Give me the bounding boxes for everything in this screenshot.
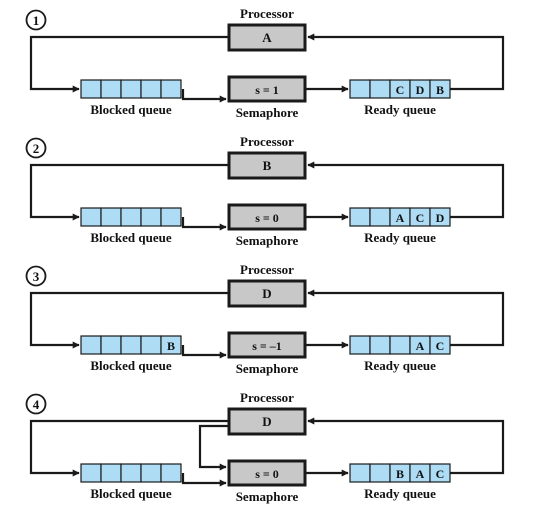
- step-number-circle: [25, 137, 47, 159]
- blocked-to-semaphore-arrow: [181, 345, 227, 359]
- semaphore-value: s = 0: [255, 211, 279, 225]
- ready-queue-item: A: [396, 211, 405, 225]
- blocked-queue-cell: [100, 335, 122, 355]
- semaphore-box: [227, 203, 307, 231]
- blocked-queue-item: B: [167, 339, 175, 353]
- processor-to-blocked-arrow: [29, 291, 229, 349]
- ready-queue-cell: [369, 463, 391, 483]
- blocked-queue-cell: [140, 463, 162, 483]
- blocked-queue-cell: [160, 463, 182, 483]
- ready-to-processor-arrow: [307, 161, 505, 219]
- ready-queue-cell: [389, 335, 411, 355]
- semaphore-label: Semaphore: [236, 105, 299, 120]
- ready-queue-item: C: [436, 339, 445, 353]
- ready-queue-item: A: [416, 339, 425, 353]
- ready-queue-cell: [349, 207, 371, 227]
- processor-to-blocked-arrow: [29, 35, 229, 93]
- processor-label: Processor: [240, 262, 294, 277]
- blocked-queue-cell: [160, 79, 182, 99]
- blocked-queue-cell: [120, 207, 142, 227]
- ready-queue-label: Ready queue: [364, 486, 436, 501]
- semaphore-value: s = –1: [252, 339, 282, 353]
- ready-queue-label: Ready queue: [364, 102, 436, 117]
- ready-queue-item: C: [396, 83, 405, 97]
- blocked-queue-label: Blocked queue: [90, 486, 171, 501]
- blocked-queue-cell: [80, 207, 102, 227]
- ready-queue-item: B: [436, 83, 444, 97]
- blocked-queue-cell: [80, 79, 102, 99]
- processor-value: B: [263, 158, 272, 173]
- step-number-circle: [25, 393, 47, 415]
- blocked-queue-cell: [160, 335, 182, 355]
- ready-queue-cell: [349, 79, 371, 99]
- blocked-queue-cell: [120, 79, 142, 99]
- ready-to-processor-arrow: [307, 289, 505, 347]
- ready-queue-item: C: [416, 211, 425, 225]
- blocked-queue-cell: [160, 207, 182, 227]
- ready-queue-cell: [369, 79, 391, 99]
- blocked-queue-cell: [80, 335, 102, 355]
- ready-queue-item: D: [436, 211, 445, 225]
- processor-box: [227, 151, 307, 180]
- blocked-queue-cell: [120, 463, 142, 483]
- blocked-to-semaphore-arrow: [181, 89, 227, 103]
- ready-queue-label: Ready queue: [364, 358, 436, 373]
- ready-queue-cell: [369, 335, 391, 355]
- ready-queue-label: Ready queue: [364, 230, 436, 245]
- ready-queue-item: A: [416, 467, 425, 481]
- blocked-queue-label: Blocked queue: [90, 230, 171, 245]
- processor-to-blocked-arrow: [29, 419, 229, 477]
- step-number-circle: [25, 265, 47, 287]
- blocked-to-semaphore-arrow: [181, 217, 227, 231]
- processor-to-blocked-arrow: [29, 163, 229, 221]
- ready-to-processor-arrow: [307, 417, 505, 475]
- step-number: 2: [33, 141, 40, 156]
- semaphore-label: Semaphore: [236, 233, 299, 248]
- processor-to-semaphore-arrow: [198, 424, 229, 471]
- blocked-queue-cell: [100, 207, 122, 227]
- step-number: 1: [33, 13, 40, 28]
- blocked-queue-cell: [140, 207, 162, 227]
- processor-label: Processor: [240, 390, 294, 405]
- processor-label: Processor: [240, 6, 294, 21]
- semaphore-box: [227, 75, 307, 103]
- semaphore-value: s = 0: [255, 467, 279, 481]
- blocked-queue-cell: [140, 79, 162, 99]
- blocked-queue-cell: [140, 335, 162, 355]
- blocked-queue-cell: [80, 463, 102, 483]
- ready-queue-cell: [349, 335, 371, 355]
- semaphore-label: Semaphore: [236, 361, 299, 376]
- ready-queue-item: B: [396, 467, 404, 481]
- blocked-queue-cell: [120, 335, 142, 355]
- ready-queue-cell: [369, 207, 391, 227]
- ready-queue-item: D: [416, 83, 425, 97]
- step-number: 4: [33, 397, 40, 412]
- step-number-circle: [25, 9, 47, 31]
- ready-to-processor-arrow: [307, 33, 505, 91]
- ready-queue-item: C: [436, 467, 445, 481]
- step-number: 3: [33, 269, 40, 284]
- blocked-queue-cell: [100, 463, 122, 483]
- processor-value: D: [262, 286, 271, 301]
- blocked-queue-label: Blocked queue: [90, 358, 171, 373]
- processor-value: A: [262, 30, 272, 45]
- semaphore-value: s = 1: [255, 83, 279, 97]
- blocked-to-semaphore-arrow: [181, 473, 227, 487]
- blocked-queue-label: Blocked queue: [90, 102, 171, 117]
- processor-label: Processor: [240, 134, 294, 149]
- ready-queue-cell: [349, 463, 371, 483]
- processor-value: D: [262, 414, 271, 429]
- semaphore-label: Semaphore: [236, 489, 299, 504]
- blocked-queue-cell: [100, 79, 122, 99]
